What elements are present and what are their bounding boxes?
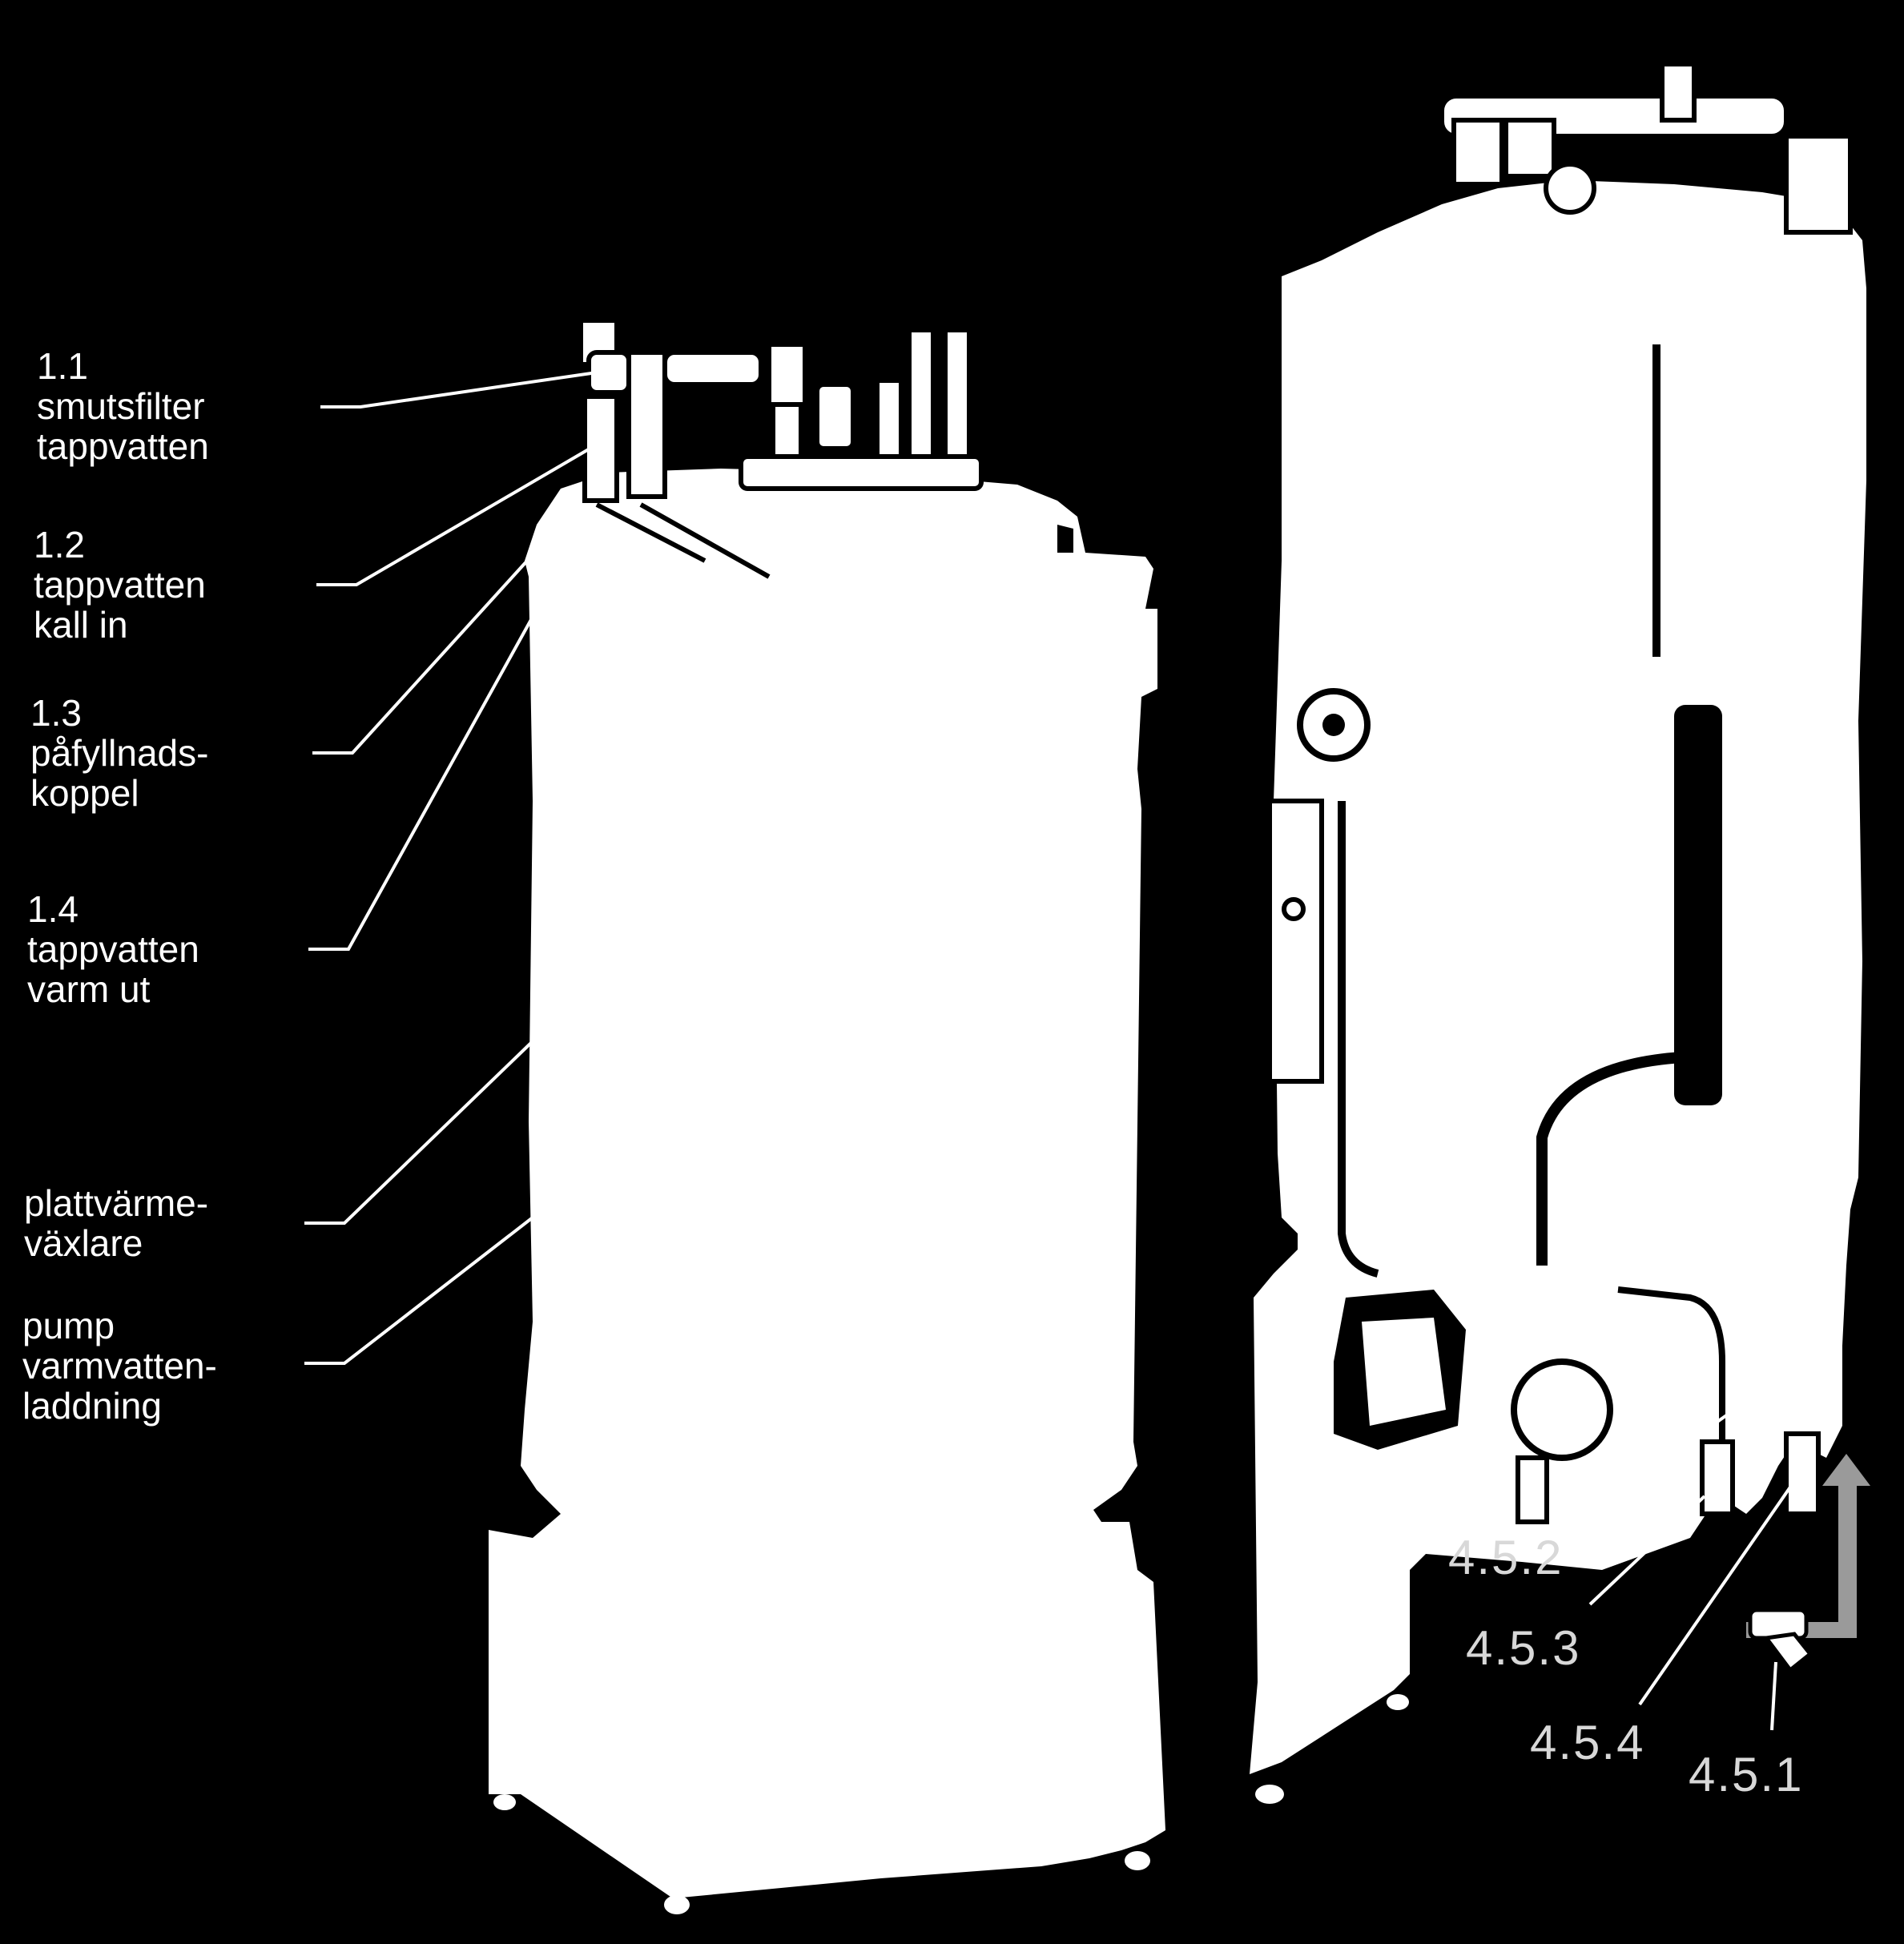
return-pipe bbox=[1617, 1286, 1725, 1442]
right-unit bbox=[1250, 62, 1870, 1804]
heat-exchanger-tube bbox=[1674, 705, 1722, 1105]
label-1-3: 1.3 påfyllnads- koppel bbox=[30, 693, 208, 813]
foot-3 bbox=[1125, 1851, 1150, 1870]
leader-plate bbox=[304, 1040, 534, 1225]
label-plate-line-1: plattvärme- bbox=[24, 1182, 209, 1224]
label-1-3-line-2: påfyllnads- bbox=[30, 732, 209, 774]
leader-lines bbox=[304, 371, 1798, 1731]
label-plate-line-2: växlare bbox=[24, 1222, 143, 1264]
foot-1 bbox=[493, 1794, 516, 1810]
leader-1-3 bbox=[312, 531, 554, 755]
label-4-5-4: 4.5.4 bbox=[1530, 1716, 1645, 1769]
dirt-filter-leg bbox=[1762, 1632, 1813, 1673]
label-pump-line-2: varmvatten- bbox=[22, 1345, 217, 1387]
label-4-5-3: 4.5.3 bbox=[1466, 1621, 1581, 1675]
label-4-5-2: 4.5.2 bbox=[1448, 1531, 1564, 1584]
pipe-base bbox=[739, 454, 984, 491]
bottom-pipe-4-5-2 bbox=[1516, 1455, 1549, 1524]
pump-motor-detail bbox=[1362, 1318, 1446, 1426]
label-1-4-line-1: 1.4 bbox=[27, 888, 78, 930]
dirt-filter-4-5-1 bbox=[1748, 1608, 1809, 1640]
manifold-valve bbox=[1544, 162, 1596, 215]
foot-5 bbox=[1387, 1694, 1409, 1710]
label-1-4-line-3: varm ut bbox=[27, 968, 151, 1010]
foot-4 bbox=[1255, 1785, 1284, 1804]
foot-2 bbox=[664, 1895, 690, 1914]
pipe-diagonal bbox=[595, 502, 771, 579]
flex-hose bbox=[1536, 1052, 1683, 1266]
bottom-pipe-4-5-4 bbox=[1784, 1431, 1821, 1516]
leader-1-1 bbox=[320, 371, 598, 409]
manifold-fitting-1 bbox=[1451, 118, 1504, 187]
label-pump-line-3: laddning bbox=[22, 1385, 162, 1427]
label-pump-line-1: pump bbox=[22, 1305, 115, 1346]
leader-4-5-1 bbox=[1770, 1661, 1777, 1731]
left-top-shading bbox=[1057, 525, 1073, 553]
leader-4-5-3 bbox=[1588, 1495, 1706, 1606]
manifold-side bbox=[1784, 134, 1853, 235]
label-charging-pump: pump varmvatten- laddning bbox=[22, 1306, 217, 1426]
side-box bbox=[1267, 799, 1324, 1084]
label-1-2-line-2: tappvatten bbox=[34, 564, 206, 606]
label-1-3-line-1: 1.3 bbox=[30, 692, 82, 734]
pipe-1-2 bbox=[626, 350, 667, 499]
label-1-1-line-3: tappvatten bbox=[37, 425, 209, 467]
label-1-4: 1.4 tappvatten varm ut bbox=[27, 889, 199, 1009]
upper-pump-core bbox=[1322, 714, 1345, 736]
pipe-tall-a bbox=[907, 328, 936, 477]
label-4-5-1: 4.5.1 bbox=[1689, 1748, 1804, 1801]
label-1-2: 1.2 tappvatten kall in bbox=[34, 525, 206, 645]
leader-pump bbox=[304, 1216, 534, 1365]
manifold-fitting-3 bbox=[1660, 62, 1697, 123]
left-inner-pipe bbox=[1338, 801, 1379, 1278]
left-unit-body bbox=[489, 469, 1165, 1898]
manifold-fitting-2 bbox=[1503, 118, 1556, 179]
vent-valve bbox=[815, 382, 855, 451]
label-1-4-line-2: tappvatten bbox=[27, 928, 199, 970]
label-1-2-line-3: kall in bbox=[34, 604, 128, 646]
valve-group bbox=[662, 350, 763, 387]
label-plate-exchanger: plattvärme- växlare bbox=[24, 1183, 208, 1263]
leader-1-2 bbox=[316, 443, 598, 586]
fill-coupling bbox=[767, 342, 807, 411]
label-1-1-line-2: smutsfilter bbox=[37, 385, 205, 427]
side-knob bbox=[1282, 897, 1306, 921]
label-1-2-line-1: 1.2 bbox=[34, 524, 85, 565]
label-1-1-line-1: 1.1 bbox=[37, 345, 88, 387]
bottom-pipe-4-5-3 bbox=[1700, 1439, 1735, 1516]
leader-1-4 bbox=[308, 616, 534, 951]
leader-4-5-2 bbox=[1588, 1370, 1789, 1513]
left-unit bbox=[489, 318, 1165, 1914]
leader-4-5-4 bbox=[1638, 1476, 1798, 1706]
pump-main bbox=[1511, 1358, 1613, 1461]
inlet-arrow bbox=[1746, 1454, 1870, 1638]
label-1-1: 1.1 smutsfilter tappvatten bbox=[37, 346, 209, 466]
label-1-3-line-3: koppel bbox=[30, 772, 139, 814]
pipe-tall-b bbox=[943, 328, 972, 477]
